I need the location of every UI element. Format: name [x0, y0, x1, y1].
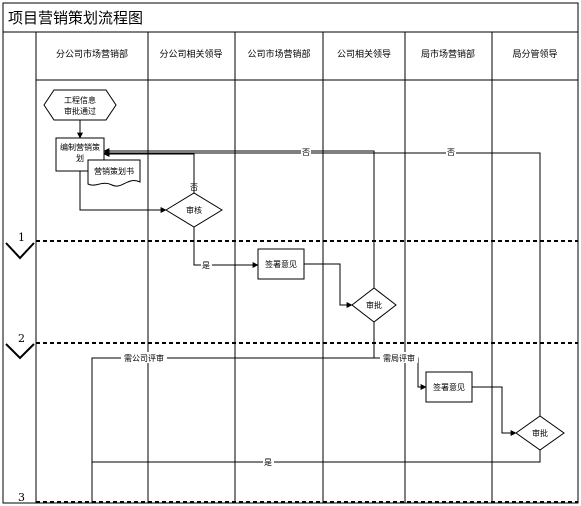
- plan-document-label: 营销策划书: [94, 166, 134, 176]
- company-approve-decision: [351, 287, 397, 323]
- connector-review-approve: [193, 227, 259, 268]
- label-need-company-review: 需公司评审: [124, 353, 164, 363]
- bureau-approve-label: 审批: [532, 428, 548, 438]
- phase-number: 3: [18, 491, 25, 504]
- prepare-plan-label-line1: 编制营销策: [60, 142, 100, 152]
- connector-bureau-sign-to-approve: [472, 386, 517, 436]
- company-sign-label: 签署意见: [265, 259, 297, 269]
- phase-number: 2: [18, 332, 25, 345]
- lane-header-company-leaders: 公司相关领导: [337, 48, 391, 60]
- label-need-bureau-review: 需局评审: [383, 353, 415, 363]
- plan-document-node: [87, 159, 141, 187]
- lane-header-company-marketing: 公司市场营销部: [247, 48, 310, 60]
- start-node: [43, 89, 117, 121]
- label-review-approve: 是: [202, 261, 210, 270]
- page-title: 项目营销策划流程图: [8, 9, 143, 27]
- connector-prepare-to-review: [79, 171, 167, 213]
- label-review-reject: 否: [190, 183, 198, 192]
- lane-header-branch-marketing: 分公司市场营销部: [56, 48, 128, 60]
- label-bureau-approve: 是: [264, 458, 272, 467]
- lane-header-bureau-leader: 局分管领导: [512, 48, 557, 60]
- bureau-sign-node: [425, 371, 473, 403]
- phase-marker-chevron: [5, 242, 35, 260]
- phase-marker-chevron: [5, 343, 35, 360]
- prepare-plan-label-line2: 划: [76, 153, 84, 163]
- connector-review-reject: [103, 151, 195, 193]
- start-node-label-line2: 审批通过: [64, 106, 96, 116]
- start-node-label-line1: 工程信息: [64, 95, 96, 105]
- connector-sign-to-approve: [304, 263, 353, 308]
- lane-header-branch-leaders: 分公司相关领导: [159, 48, 222, 60]
- lane-header-bureau-marketing: 局市场营销部: [421, 48, 475, 60]
- connector-company-reject: [103, 148, 375, 288]
- label-company-reject: 否: [302, 148, 310, 157]
- company-approve-label: 审批: [366, 300, 382, 310]
- label-bureau-reject: 否: [447, 148, 455, 157]
- connector-need-company-review: [91, 357, 374, 503]
- phase-number: 1: [18, 231, 25, 244]
- bureau-approve-decision: [515, 415, 565, 451]
- connector-bureau-approve: [92, 450, 541, 463]
- review-decision-label: 审核: [186, 205, 202, 215]
- connector-bureau-reject: [103, 150, 541, 416]
- review-decision: [165, 192, 223, 228]
- bureau-sign-label: 签署意见: [433, 382, 465, 392]
